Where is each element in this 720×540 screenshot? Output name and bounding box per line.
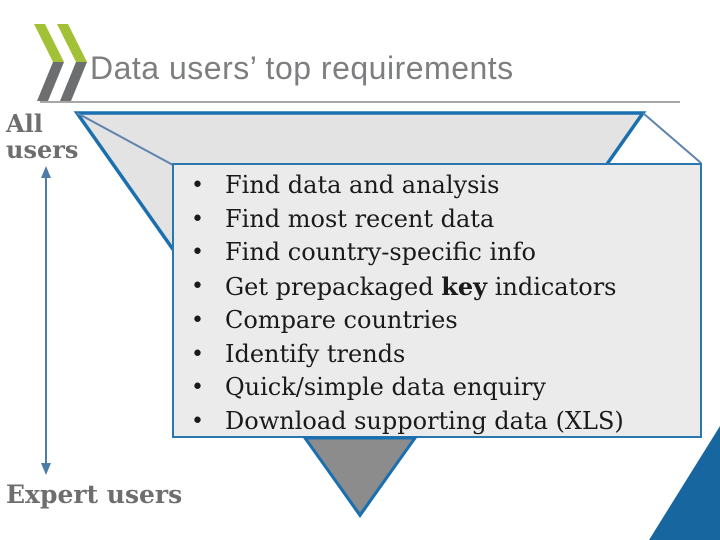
corner-accent-triangle [649,426,720,540]
funnel-right-connector-line [642,112,702,164]
list-item: Get prepackaged key indicators [186,270,692,305]
list-item: Find country-specific info [186,236,692,270]
list-item: Identify trends [186,338,692,372]
page-title: Data users’ top requirements [90,50,514,86]
funnel-tip-triangle [302,436,418,518]
funnel-left-connector-line [76,112,174,166]
list-item: Find data and analysis [186,169,692,203]
requirements-list: Find data and analysis Find most recent … [186,169,692,438]
arrowhead-down-icon [41,463,51,475]
list-item: Download supporting data (XLS) [186,405,692,439]
list-item: Quick/simple data enquiry [186,371,692,405]
oecd-double-chevron-logo-icon [34,24,87,101]
logo-chevron2-green [57,24,87,62]
all-users-label: All users [6,109,79,164]
expert-users-label: Expert users [6,480,183,509]
logo-chevron1-green [34,24,64,62]
list-item: Compare countries [186,304,692,338]
logo-chevron1-gray [37,62,64,101]
users-range-arrow-icon [41,166,51,475]
list-item: Find most recent data [186,203,692,237]
arrowhead-up-icon [41,166,51,178]
logo-chevron2-gray [60,62,87,101]
